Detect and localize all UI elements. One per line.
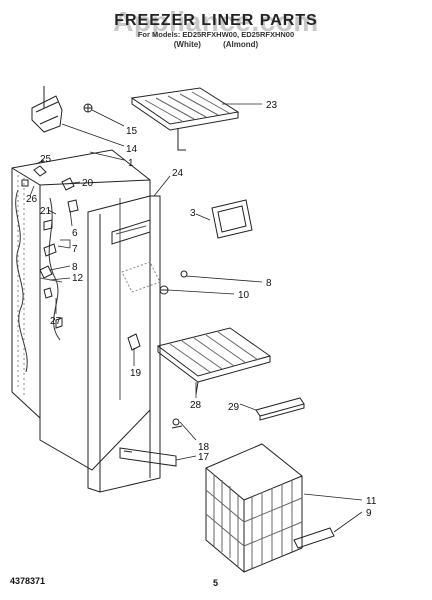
callout-9: 9 <box>366 508 372 519</box>
document-part-number: 4378371 <box>10 576 46 586</box>
page-title: FREEZER LINER PARTS <box>114 12 318 29</box>
top-hinge-bracket <box>31 86 63 133</box>
liner-small-parts <box>21 165 79 329</box>
model-subtitle: For Models: ED25RFXHW00, ED25RFXHN00 <box>137 30 295 39</box>
freezer-liner <box>11 149 151 471</box>
callout-7: 7 <box>72 244 78 255</box>
callout-14: 14 <box>126 144 138 155</box>
callout-8-right: 8 <box>266 278 272 289</box>
screw-18 <box>171 418 183 429</box>
callout-labels: 23 15 14 1 25 20 24 26 3 21 6 7 8 12 8 1… <box>26 100 377 519</box>
liner-breaker-frame <box>87 195 161 493</box>
callout-20: 20 <box>82 178 94 189</box>
callout-19: 19 <box>130 368 142 379</box>
callout-8-left: 8 <box>72 262 78 273</box>
callout-6: 6 <box>72 228 78 239</box>
callout-18: 18 <box>198 442 210 453</box>
callout-23: 23 <box>266 100 278 111</box>
retainer-19 <box>127 333 141 351</box>
callout-10: 10 <box>238 290 250 301</box>
callout-25: 25 <box>40 154 52 165</box>
callout-17: 17 <box>198 452 210 463</box>
callout-15: 15 <box>126 126 138 137</box>
top-shelf <box>130 87 240 151</box>
fasteners-8-10 <box>121 261 188 295</box>
light-shield <box>211 199 253 239</box>
callout-12: 12 <box>72 273 84 284</box>
variant-almond: (Almond) <box>223 40 259 49</box>
callout-28: 28 <box>190 400 202 411</box>
callout-1: 1 <box>128 158 134 169</box>
wire-shelf <box>156 327 272 395</box>
callout-3: 3 <box>190 208 196 219</box>
callout-27: 27 <box>50 316 62 327</box>
color-variants: (White) (Almond) <box>0 40 432 49</box>
callout-29: 29 <box>228 402 240 413</box>
leader-lines <box>29 103 363 533</box>
variant-white: (White) <box>173 40 201 49</box>
shelf-trim <box>255 397 305 421</box>
callout-26: 26 <box>26 194 38 205</box>
screw-15 <box>83 103 93 113</box>
basket-trim <box>293 527 335 549</box>
page-number: 5 <box>213 578 219 588</box>
callout-21: 21 <box>40 206 52 217</box>
callout-11: 11 <box>366 496 377 507</box>
bottom-trim <box>119 447 177 467</box>
title-block: FREEZER LINER PARTS <box>0 6 432 30</box>
wire-basket <box>205 443 303 573</box>
watermark-text: Appliance.com <box>113 6 319 37</box>
callout-24: 24 <box>172 168 184 179</box>
